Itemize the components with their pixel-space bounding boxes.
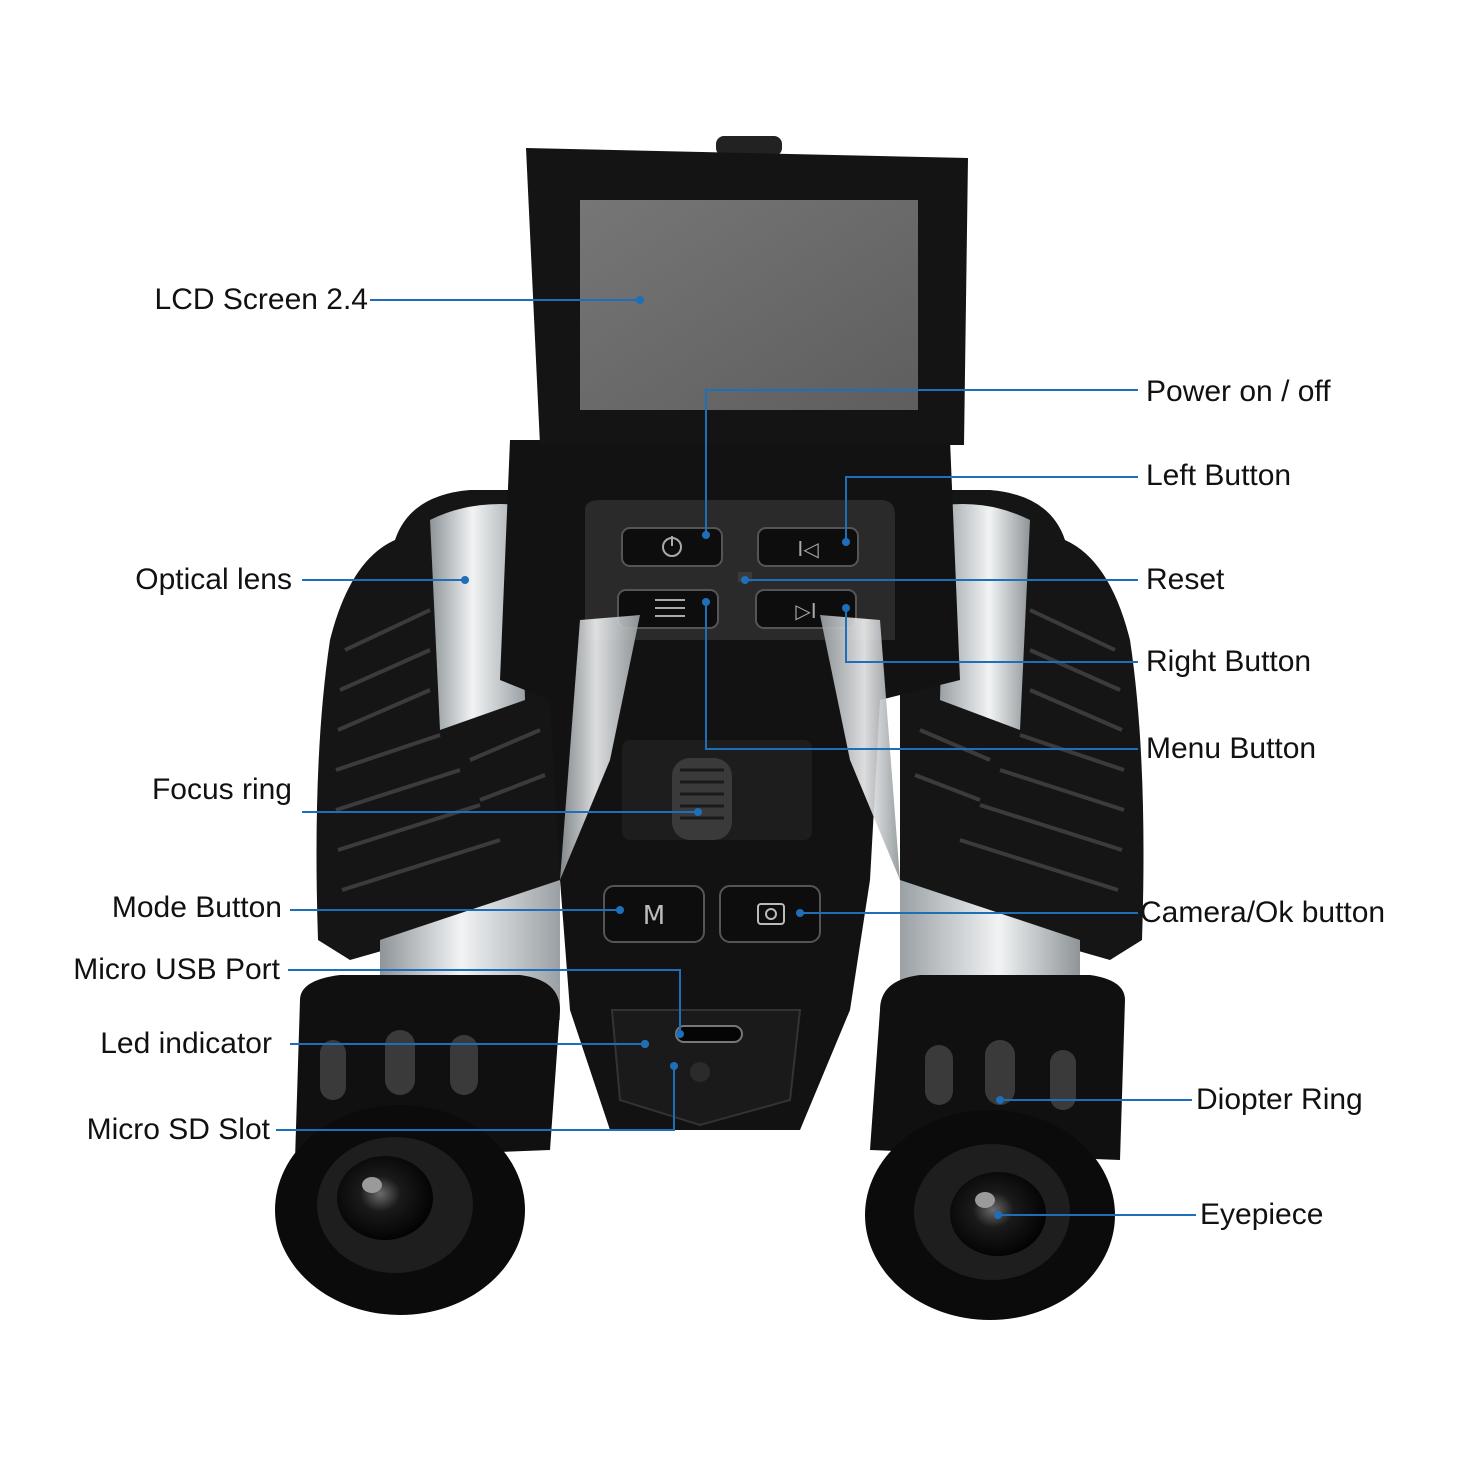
label-eyepiece: Eyepiece (1200, 1198, 1324, 1231)
label-left-button: Left Button (1146, 459, 1292, 492)
micro-sd-slot[interactable] (690, 1062, 710, 1082)
label-reset: Reset (1146, 563, 1225, 596)
label-power: Power on / off (1146, 375, 1331, 408)
mode-button-glyph: M (643, 901, 665, 931)
label-menu-button: Menu Button (1146, 732, 1317, 765)
label-micro-sd-slot: Micro SD Slot (86, 1113, 270, 1146)
label-focus-ring: Focus ring (151, 773, 292, 806)
right-button-glyph: ▷I (795, 599, 816, 623)
label-mode-button: Mode Button (111, 891, 282, 924)
right-barrel (865, 490, 1144, 1320)
label-micro-usb-port: Micro USB Port (73, 953, 280, 986)
left-barrel (275, 490, 560, 1315)
mode-button[interactable] (603, 885, 705, 943)
left-button[interactable] (757, 527, 859, 567)
label-camera-ok: Camera/Ok button (1140, 896, 1386, 929)
label-right-button: Right Button (1146, 645, 1312, 678)
power-button[interactable] (621, 527, 723, 567)
left-button-glyph: I◁ (797, 537, 819, 561)
lcd-panel (526, 136, 968, 445)
label-optical-lens: Optical lens (135, 563, 292, 596)
leader-lines (276, 299, 1196, 1216)
leader-endpoints (461, 296, 1004, 1219)
micro-usb-port[interactable] (675, 1025, 743, 1043)
lcd-screen (580, 200, 918, 410)
label-led-indicator: Led indicator (100, 1027, 272, 1060)
label-lcd-screen: LCD Screen 2.4 (154, 283, 368, 316)
label-diopter-ring: Diopter Ring (1196, 1083, 1363, 1116)
